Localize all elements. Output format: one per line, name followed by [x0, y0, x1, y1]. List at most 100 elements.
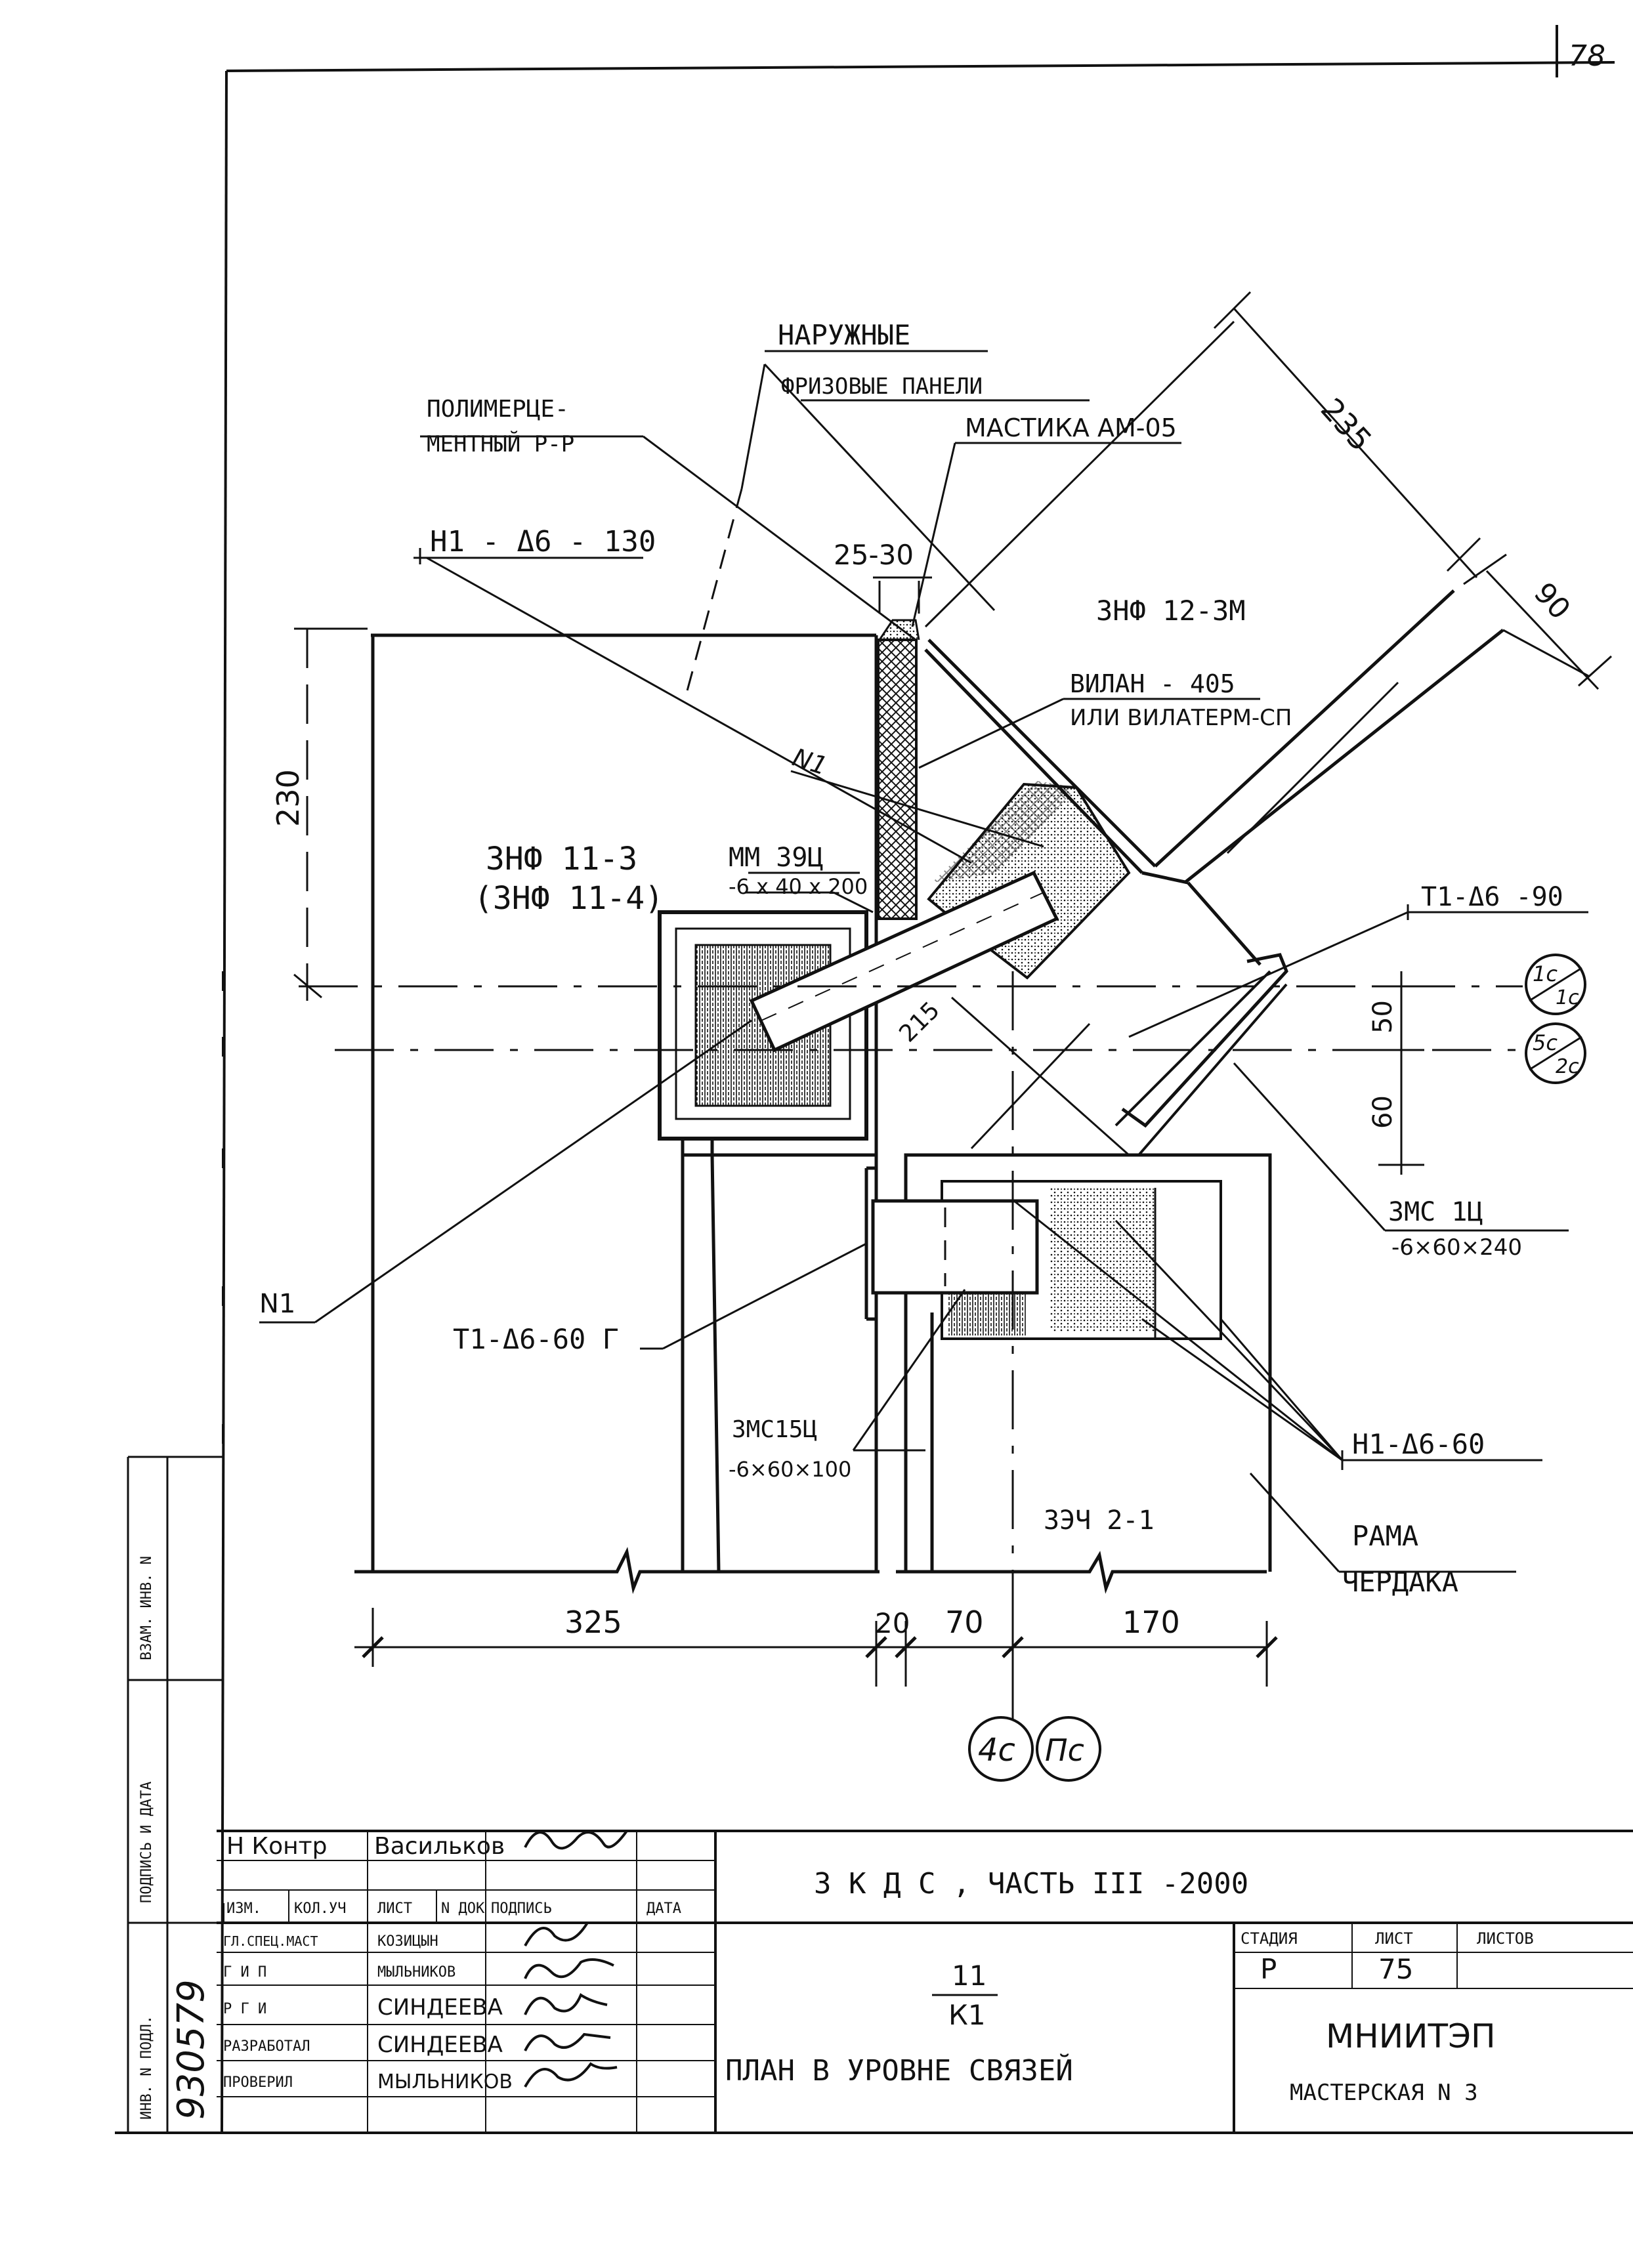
- left-panel: [354, 633, 880, 1594]
- panel-3nf12-label: 3НФ 12-3М: [1096, 595, 1246, 627]
- row-name-1: МЫЛЬНИКОВ: [377, 1964, 456, 1981]
- dim-50-text: 50: [1368, 1000, 1398, 1034]
- org-name: МНИИТЭП: [1326, 2017, 1496, 2055]
- col-sheets: ЛИСТОВ: [1477, 1929, 1534, 1948]
- mm39-line2: -6 х 40 х 200: [729, 874, 868, 899]
- workshop-name: МАСТЕРСКАЯ N 3: [1290, 2080, 1478, 2106]
- mc1-line1: 3МС 1Ц: [1388, 1197, 1483, 1227]
- axis-5c-top: 5с: [1533, 1030, 1558, 1055]
- polymer-line2: МЕНТНЫЙ Р-Р: [427, 430, 574, 457]
- panel-3ech-label: 3ЭЧ 2-1: [1044, 1505, 1155, 1536]
- mc15-line1: 3МС15Ц: [732, 1416, 817, 1443]
- row-role-0: ГЛ.СПЕЦ.МАСТ: [223, 1933, 318, 1949]
- outer-panels-line2: ФРИЗОВЫЕ ПАНЕЛИ: [781, 373, 983, 400]
- dim-20-text: 20: [875, 1607, 910, 1639]
- hdr-data: ДАТА: [647, 1900, 681, 1917]
- hdr-list: ЛИСТ: [377, 1900, 412, 1917]
- col-stage: СТАДИЯ: [1241, 1929, 1298, 1948]
- panel-3nf11-line2: (3НФ 11-4): [474, 880, 664, 917]
- dim-230-text: 230: [270, 769, 306, 827]
- axis-5c-bottom: 2с: [1556, 1055, 1579, 1078]
- diagonal-panel: [924, 589, 1504, 1128]
- side-stamp-label2: ПОДПИСЬ И ДАТА: [138, 1782, 155, 1903]
- sheet-frame: [221, 61, 1615, 2133]
- side-stamp-texts: ИНВ. N ПОДЛ. ПОДПИСЬ И ДАТА ВЗАМ. ИНВ. N…: [138, 1556, 213, 2120]
- angle-215-text: 215: [894, 997, 945, 1048]
- polymer-line1: ПОЛИМЕРЦЕ-: [427, 396, 569, 423]
- row-role-1: Г И П: [223, 1964, 266, 1981]
- dim-235-text: 235: [1314, 391, 1379, 457]
- dim-170-text: 170: [1122, 1605, 1180, 1640]
- row-name-2: СИНДЕЕВА: [377, 1994, 503, 2021]
- h1-60-label: Н1-Δ6-60: [1352, 1428, 1485, 1460]
- dim-50-60: [1378, 971, 1424, 1175]
- title-block-texts: Н Контр Васильков ИЗМ. КОЛ.УЧ ЛИСТ N ДОК…: [223, 1833, 1534, 2106]
- dim-230: [293, 627, 368, 1001]
- side-stamp-lines: [127, 1456, 223, 2133]
- row-role-2: Р Г И: [223, 2001, 266, 2017]
- right-lower-panel: [896, 1153, 1272, 1594]
- mc1-line2: -6×60×240: [1391, 1234, 1522, 1261]
- dim-235: [924, 291, 1481, 628]
- axis-4c-text: 4с: [978, 1732, 1015, 1769]
- vilan-line1: ВИЛАН - 405: [1070, 669, 1235, 698]
- side-stamp-inv-number: 930579: [170, 1979, 213, 2120]
- hdr-ndok: N ДОК: [441, 1900, 485, 1917]
- frame-line1: РАМА: [1352, 1520, 1418, 1552]
- mc15-line2: -6×60×100: [729, 1457, 851, 1482]
- mm39-line1: ММ 39Ц: [729, 843, 824, 873]
- t1-60-label: Т1-Δ6-60 Г: [453, 1323, 619, 1355]
- dim-325-text: 325: [564, 1605, 622, 1640]
- page-number-text: 78: [1569, 39, 1605, 73]
- dim-60-text: 60: [1368, 1095, 1398, 1129]
- axis-bubble-pc: Пс: [1036, 1716, 1101, 1782]
- row-role-4: ПРОВЕРИЛ: [223, 2074, 293, 2091]
- col-sheet: ЛИСТ: [1375, 1929, 1413, 1948]
- signatures: [524, 1830, 628, 2088]
- row-name-4: МЫЛЬНИКОВ: [377, 2070, 513, 2093]
- hdr-kol: КОЛ.УЧ: [294, 1900, 346, 1917]
- axis-pc-text: Пс: [1045, 1732, 1084, 1768]
- nkontr-role: Н Контр: [226, 1833, 327, 1860]
- axis-bubble-5c: 5с 2с: [1525, 1022, 1586, 1084]
- panel-3nf11-line1: 3НФ 11-3: [486, 841, 637, 877]
- dim-90: [1463, 553, 1613, 690]
- n1-upper-leader: [790, 770, 1044, 848]
- frame-line2: ЧЕРДАКА: [1342, 1566, 1458, 1598]
- sheet-value: 75: [1378, 1953, 1413, 1985]
- t1-90-label: Т1-Δ6 -90: [1421, 882, 1563, 912]
- sheet-code-den: К1: [948, 1999, 986, 2031]
- page-number: 78: [1556, 25, 1605, 77]
- bar-mm39: [749, 870, 1059, 1053]
- dim-90-text: 90: [1527, 576, 1577, 626]
- axis-lines: [299, 971, 1523, 1719]
- bottom-dim-chain: [354, 1608, 1278, 1687]
- hdr-podpis: ПОДПИСЬ: [491, 1900, 552, 1917]
- vilan-line2: ИЛИ ВИЛАТЕРМ-СП: [1070, 705, 1292, 731]
- hdr-izm: ИЗМ.: [226, 1900, 261, 1917]
- axis-1c-bottom: 1с: [1556, 986, 1579, 1009]
- axis-1c-top: 1с: [1533, 961, 1558, 986]
- n1-lower-label: N1: [259, 1289, 295, 1319]
- mastic-label: МАСТИКА АМ-05: [965, 413, 1177, 442]
- leader-lines: [259, 350, 1588, 1573]
- n1-upper-label: N1: [789, 743, 831, 781]
- title-block-lines: [115, 1830, 1633, 2134]
- project-title: 3 К Д С , ЧАСТЬ III -2000: [814, 1867, 1248, 1900]
- outer-panels-line1: НАРУЖНЫЕ: [778, 319, 910, 351]
- row-name-3: СИНДЕЕВА: [377, 2032, 503, 2058]
- stage-value: Р: [1260, 1953, 1277, 1985]
- h1-130-label: Н1 - Δ6 - 130: [430, 525, 656, 558]
- callout-texts: НАРУЖНЫЕ ФРИЗОВЫЕ ПАНЕЛИ ПОЛИМЕРЦЕ- МЕНТ…: [259, 319, 1563, 1598]
- side-stamp-label1: ИНВ. N ПОДЛ.: [138, 2015, 155, 2120]
- axis-bubble-1c: 1с 1с: [1525, 954, 1586, 1015]
- side-stamp-label3: ВЗАМ. ИНВ. N: [138, 1556, 155, 1660]
- lower-left-column: [681, 1139, 876, 1572]
- row-role-3: РАЗРАБОТАЛ: [223, 2038, 310, 2055]
- gap-25-30-label: 25-30: [834, 539, 914, 571]
- insulation-strip: [877, 619, 920, 920]
- sheet-code-num: 11: [952, 1960, 986, 1992]
- dim-70-text: 70: [945, 1605, 984, 1640]
